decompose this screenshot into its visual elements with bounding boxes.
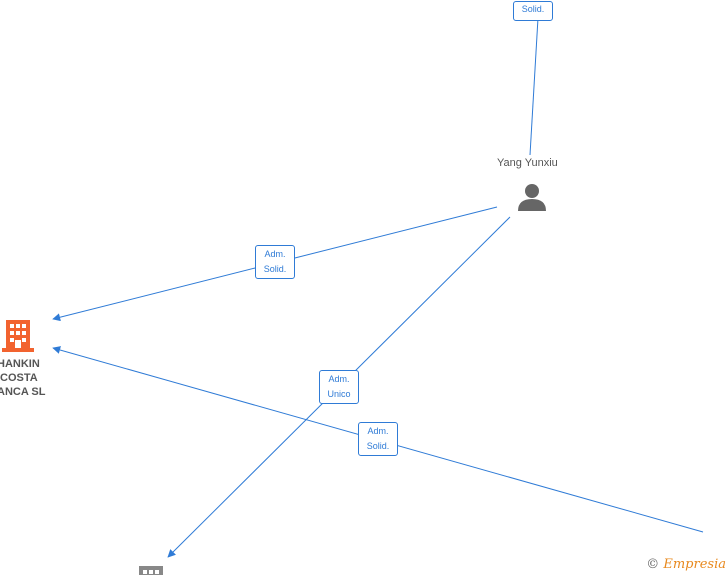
edge-label-top[interactable]: Solid. (513, 1, 553, 21)
edge-label-top-line-1: Solid. (521, 4, 545, 14)
edge-label-line-2: Solid. (263, 264, 287, 274)
edge-label-line-1: Adm. (367, 426, 389, 436)
edge-label-person-to-main[interactable]: Adm. Solid. (255, 245, 295, 279)
person-name[interactable]: Yang Yunxiu (497, 157, 558, 169)
copyright-icon: © (646, 557, 660, 572)
edge-label-line-1: Adm. (328, 374, 350, 384)
edge-label-right-to-main[interactable]: Adm. Solid. (358, 422, 398, 456)
building-icon-bottom[interactable] (139, 566, 163, 575)
building-icon[interactable] (2, 320, 34, 352)
edge-label-line-2: Unico (327, 389, 351, 399)
company-name-line-3: ANCA SL (0, 386, 46, 398)
company-name[interactable]: HANKIN COSTA ANCA SL (0, 357, 45, 399)
company-name-line-1: HANKIN (0, 358, 40, 370)
person-icon[interactable] (518, 184, 546, 211)
watermark: © Empresia (646, 557, 726, 572)
edge-label-line-1: Adm. (264, 249, 286, 259)
company-name-line-2: COSTA (0, 372, 38, 384)
edge-label-line-2: Solid. (366, 441, 390, 451)
brand-logo: Empresia (663, 557, 726, 572)
edge-label-person-to-bottom[interactable]: Adm. Unico (319, 370, 359, 404)
edge-top (529, 17, 539, 156)
